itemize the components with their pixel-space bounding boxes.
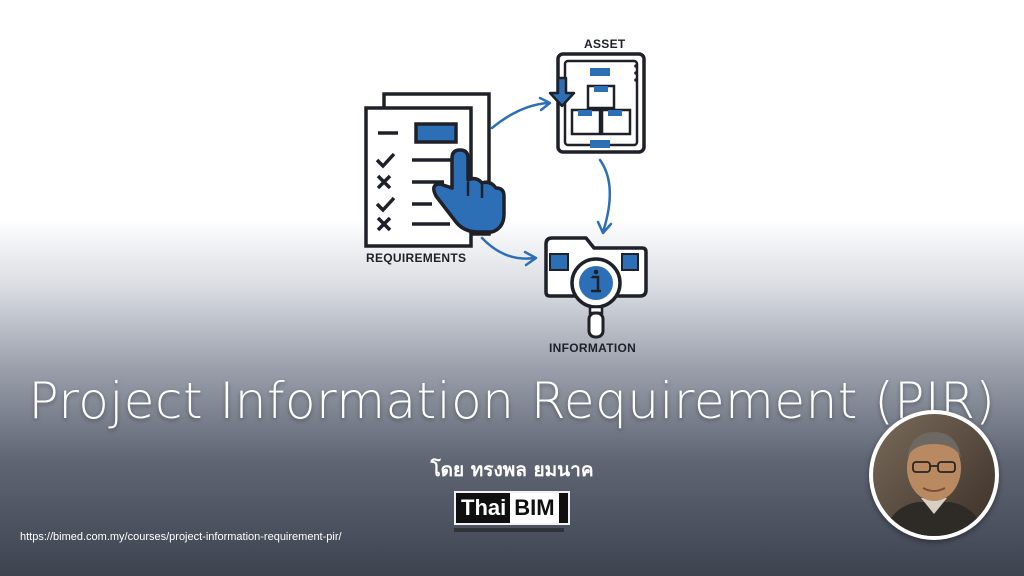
information-label: INFORMATION bbox=[549, 341, 637, 355]
thaibim-logo: Thai BIM bbox=[454, 491, 570, 533]
logo-bim-text: BIM bbox=[510, 493, 559, 523]
logo-thai-text: Thai bbox=[461, 495, 507, 520]
cycle-arrows-icon bbox=[480, 96, 613, 267]
cabinet-icon bbox=[548, 52, 646, 154]
author-subtitle: โดย ทรงพล ยมนาค bbox=[430, 459, 594, 481]
asset-label: ASSET bbox=[584, 37, 626, 51]
folder-search-icon bbox=[544, 236, 648, 339]
course-url: https://bimed.com.my/courses/project-inf… bbox=[20, 531, 342, 543]
logo-tagline bbox=[454, 528, 564, 532]
pointing-hand-icon bbox=[432, 148, 506, 234]
page-title: Project Information Requirement (PIR) bbox=[28, 372, 996, 430]
requirements-label: REQUIREMENTS bbox=[366, 251, 467, 265]
pir-diagram: ASSET REQUIREMENTS INFORMATION bbox=[364, 37, 648, 355]
presenter-avatar bbox=[869, 410, 999, 540]
